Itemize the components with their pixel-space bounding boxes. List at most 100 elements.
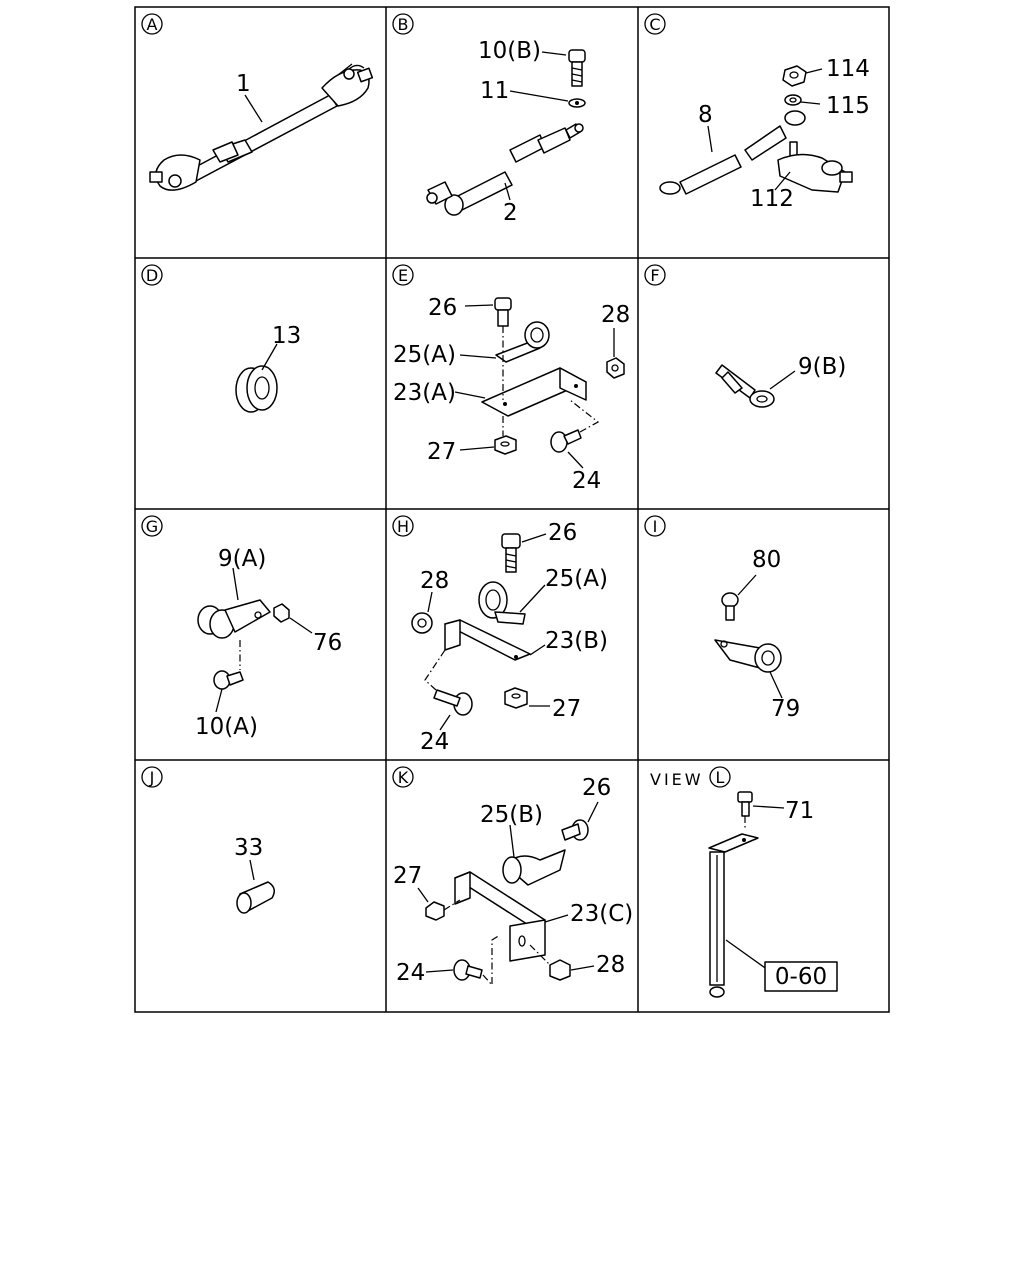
label-27: 27 (427, 439, 456, 465)
panel-j: 33 (234, 835, 275, 914)
label-ref: 0-60 (775, 964, 827, 990)
ground-strap (709, 851, 725, 998)
svg-text:F: F (650, 266, 659, 285)
label-9a: 9(A) (218, 546, 266, 572)
panel-letter-d: D (141, 264, 163, 286)
battery-cable-1 (149, 63, 374, 191)
label-26-h: 26 (548, 520, 577, 546)
washer-115 (784, 94, 802, 106)
clip-79 (714, 639, 782, 673)
panel-letter-b: B (392, 13, 414, 35)
nut-114 (782, 65, 807, 87)
label-25b: 25(B) (480, 802, 543, 828)
clip-9a (197, 599, 271, 639)
panel-grid (134, 6, 890, 1013)
label-26: 26 (428, 295, 457, 321)
label-79: 79 (771, 696, 800, 722)
label-28-k: 28 (596, 952, 625, 978)
label-33: 33 (234, 835, 263, 861)
label-10b: 10(B) (478, 38, 541, 64)
label-112: 112 (750, 186, 794, 212)
label-80: 80 (752, 547, 781, 573)
bolt-80 (721, 592, 739, 621)
clip-25a-h (478, 581, 526, 625)
bolt-10b (568, 49, 586, 87)
panel-letters: A B C D E F G H I J K L (141, 13, 731, 788)
label-23c: 23(C) (570, 901, 633, 927)
clip-25b (502, 849, 566, 886)
panel-h: 26 28 25(A) 23(B) 27 24 (411, 520, 608, 755)
bracket-23c (454, 871, 546, 962)
svg-text:J: J (149, 768, 155, 787)
panel-d: 13 (235, 323, 301, 413)
svg-text:B: B (398, 15, 409, 34)
label-28-h: 28 (420, 568, 449, 594)
panel-b: 10(B) 11 2 (426, 38, 586, 226)
clip-25a (495, 321, 550, 363)
panel-letter-f: F (644, 264, 666, 286)
svg-text:D: D (146, 266, 158, 285)
bracket-23b (444, 619, 531, 661)
ref-box (764, 961, 838, 992)
label-25a: 25(A) (393, 342, 456, 368)
panel-letter-h: H (392, 515, 414, 537)
panel-letter-e: E (392, 264, 414, 286)
bracket-plate (708, 833, 759, 853)
label-9b: 9(B) (798, 354, 846, 380)
terminal-9b (715, 364, 775, 408)
panel-letter-g: G (141, 515, 163, 537)
svg-text:K: K (398, 768, 409, 787)
label-24-h: 24 (420, 729, 449, 755)
nut-76 (273, 603, 290, 623)
label-10a: 10(A) (195, 714, 258, 740)
panel-i: 80 79 (714, 547, 800, 722)
bolt-24-k (453, 959, 483, 981)
panel-letter-c: C (644, 13, 666, 35)
nut-27-h (504, 687, 528, 709)
panel-letter-j: J (141, 766, 163, 788)
bolt-10a (213, 670, 244, 690)
svg-text:G: G (146, 517, 158, 536)
bolt-26 (494, 297, 512, 327)
nut-27-k (425, 901, 445, 921)
panel-c: 114 115 8 112 (659, 56, 870, 212)
leader-1 (244, 94, 263, 123)
panel-a: 1 (149, 63, 374, 191)
label-8: 8 (698, 102, 713, 128)
label-1: 1 (236, 71, 251, 97)
bracket-23a (481, 367, 587, 417)
view-text: VIEW (650, 770, 704, 789)
grommet-13 (235, 365, 278, 413)
panel-letter-a: A (141, 13, 163, 35)
bolt-24-h (433, 689, 473, 716)
label-2: 2 (503, 200, 518, 226)
panel-g: 9(A) 76 10(A) (195, 546, 342, 740)
label-115: 115 (826, 93, 870, 119)
panel-f: 9(B) (715, 354, 846, 408)
svg-text:L: L (716, 768, 725, 787)
bolt-71 (737, 791, 753, 817)
label-71: 71 (785, 798, 814, 824)
label-23a: 23(A) (393, 380, 456, 406)
label-27-h: 27 (552, 696, 581, 722)
svg-text:I: I (653, 517, 658, 536)
label-24: 24 (572, 468, 601, 494)
nut-28 (606, 357, 625, 379)
battery-cable-2 (426, 123, 584, 216)
label-11: 11 (480, 78, 509, 104)
label-25a-h: 25(A) (545, 566, 608, 592)
label-28: 28 (601, 302, 630, 328)
label-76: 76 (313, 630, 342, 656)
nut-28-k (549, 959, 571, 981)
terminal-112 (777, 141, 853, 193)
battery-cable-8 (659, 110, 806, 195)
svg-text:E: E (398, 266, 408, 285)
label-27-k: 27 (393, 863, 422, 889)
panel-l: VIEW 71 0-60 (650, 770, 838, 998)
svg-text:H: H (397, 517, 409, 536)
svg-text:C: C (649, 15, 660, 34)
label-114: 114 (826, 56, 870, 82)
nut-28-h (411, 612, 433, 634)
panel-e: 26 25(A) 23(A) 28 27 24 (393, 295, 630, 494)
